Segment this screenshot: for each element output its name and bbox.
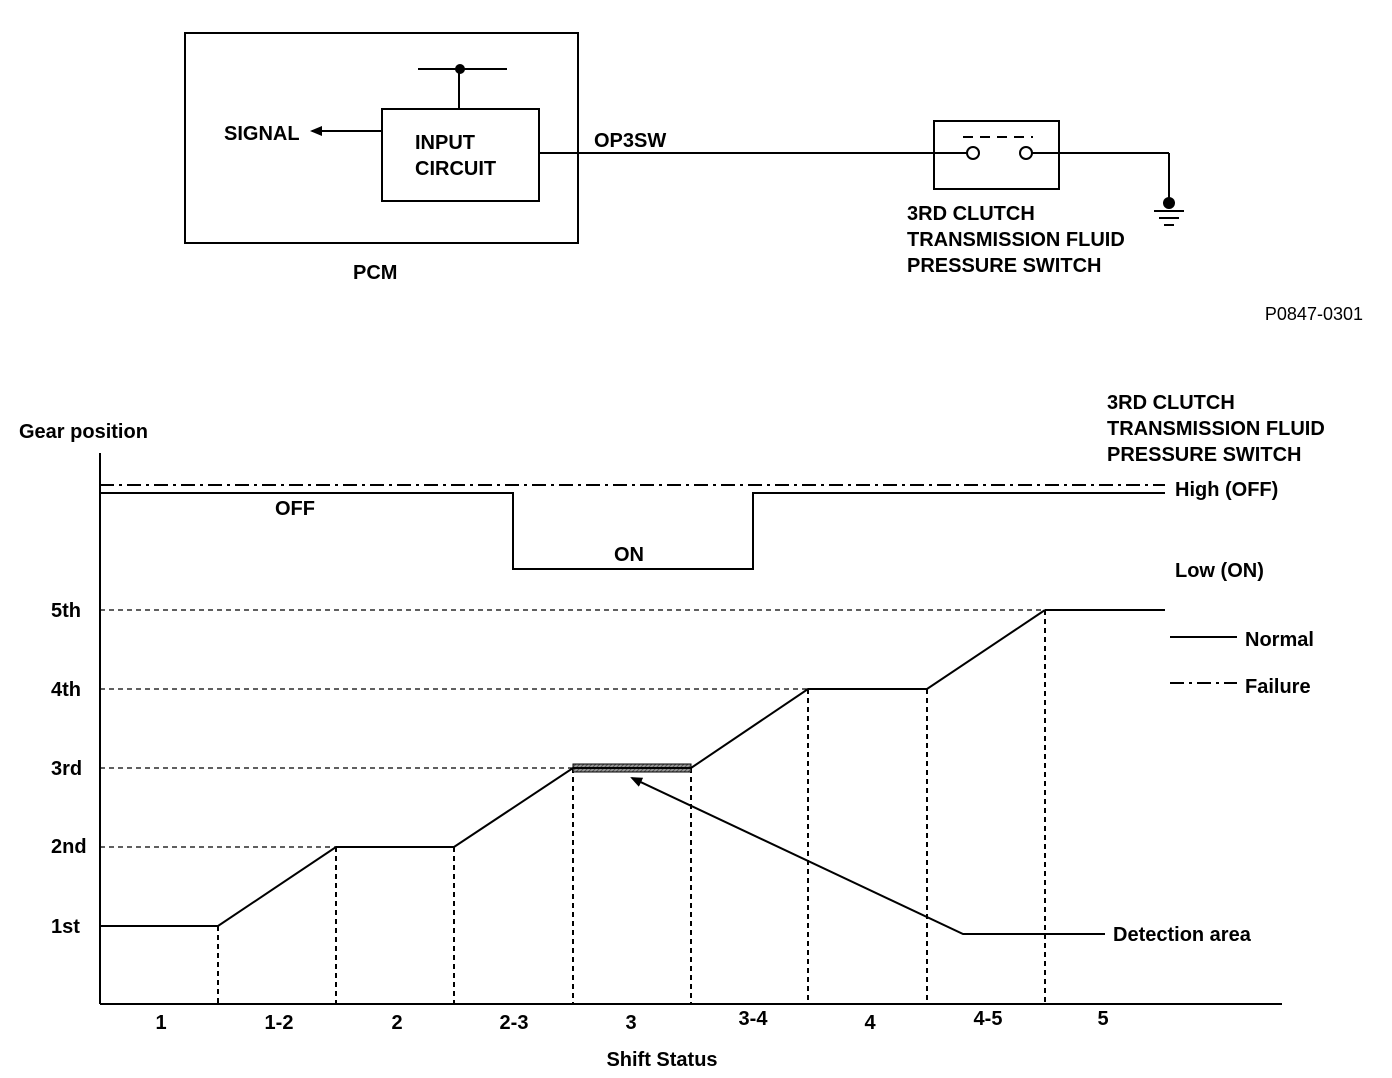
switch-title-line1: 3RD CLUTCH xyxy=(1107,392,1235,414)
legend-normal-label: Normal xyxy=(1245,629,1314,651)
switch-title-line2: TRANSMISSION FLUID xyxy=(1107,418,1325,440)
shift-label-4-5: 4-5 xyxy=(974,1008,1003,1030)
gear-label-4th: 4th xyxy=(51,679,81,701)
power-junction-dot xyxy=(455,64,465,74)
input-circuit-label-line2: CIRCUIT xyxy=(415,158,496,180)
low-on-label: Low (ON) xyxy=(1175,560,1264,582)
shift-label-2: 2 xyxy=(391,1012,402,1034)
circuit-schematic: SIGNAL INPUT CIRCUIT PCM OP3SW 3RD CLUTC… xyxy=(184,32,1363,324)
gear-label-3rd: 3rd xyxy=(51,758,82,780)
input-circuit-box xyxy=(381,108,540,202)
switch-title-line3: PRESSURE SWITCH xyxy=(1107,444,1301,466)
switch-terminal-right xyxy=(1019,146,1033,160)
timing-chart: Gear position 3RD CLUTCH TRANSMISSION FL… xyxy=(19,392,1325,1071)
ground-junction-dot xyxy=(1163,197,1175,209)
shift-label-3-4: 3-4 xyxy=(739,1008,769,1030)
gear-label-5th: 5th xyxy=(51,600,81,622)
y-axis-title: Gear position xyxy=(19,421,148,443)
pcm-label: PCM xyxy=(353,262,397,284)
gear-guide-lines xyxy=(100,609,1045,848)
high-off-label: High (OFF) xyxy=(1175,479,1278,501)
shift-boundaries xyxy=(217,610,1046,1004)
shift-label-2-3: 2-3 xyxy=(500,1012,529,1034)
shift-label-1: 1 xyxy=(155,1012,166,1034)
normal-switch-signal xyxy=(100,492,1165,570)
on-label: ON xyxy=(614,544,644,566)
gear-position-trace xyxy=(100,609,1046,927)
legend-failure-label: Failure xyxy=(1245,676,1311,698)
input-circuit-label-line1: INPUT xyxy=(415,132,475,154)
off-label: OFF xyxy=(275,498,315,520)
gear-label-2nd: 2nd xyxy=(51,836,87,858)
x-axis-title: Shift Status xyxy=(606,1049,717,1071)
switch-label-line1: 3RD CLUTCH xyxy=(907,203,1035,225)
shift-label-5: 5 xyxy=(1097,1008,1108,1030)
figure-code: P0847-0301 xyxy=(1265,304,1363,324)
pcm-box xyxy=(184,32,579,244)
shift-label-3: 3 xyxy=(625,1012,636,1034)
switch-label-line3: PRESSURE SWITCH xyxy=(907,255,1101,277)
switch-label-line2: TRANSMISSION FLUID xyxy=(907,229,1125,251)
signal-label: SIGNAL xyxy=(224,123,300,145)
op3sw-wire-label: OP3SW xyxy=(594,130,666,152)
pressure-switch-box xyxy=(933,120,1060,190)
shift-label-1-2: 1-2 xyxy=(265,1012,294,1034)
shift-label-4: 4 xyxy=(864,1012,876,1034)
detection-pointer-line xyxy=(630,777,1105,935)
ground-icon xyxy=(1154,210,1184,226)
gear-label-1st: 1st xyxy=(51,916,80,938)
switch-terminal-left xyxy=(966,146,980,160)
detection-area-label: Detection area xyxy=(1113,924,1252,946)
